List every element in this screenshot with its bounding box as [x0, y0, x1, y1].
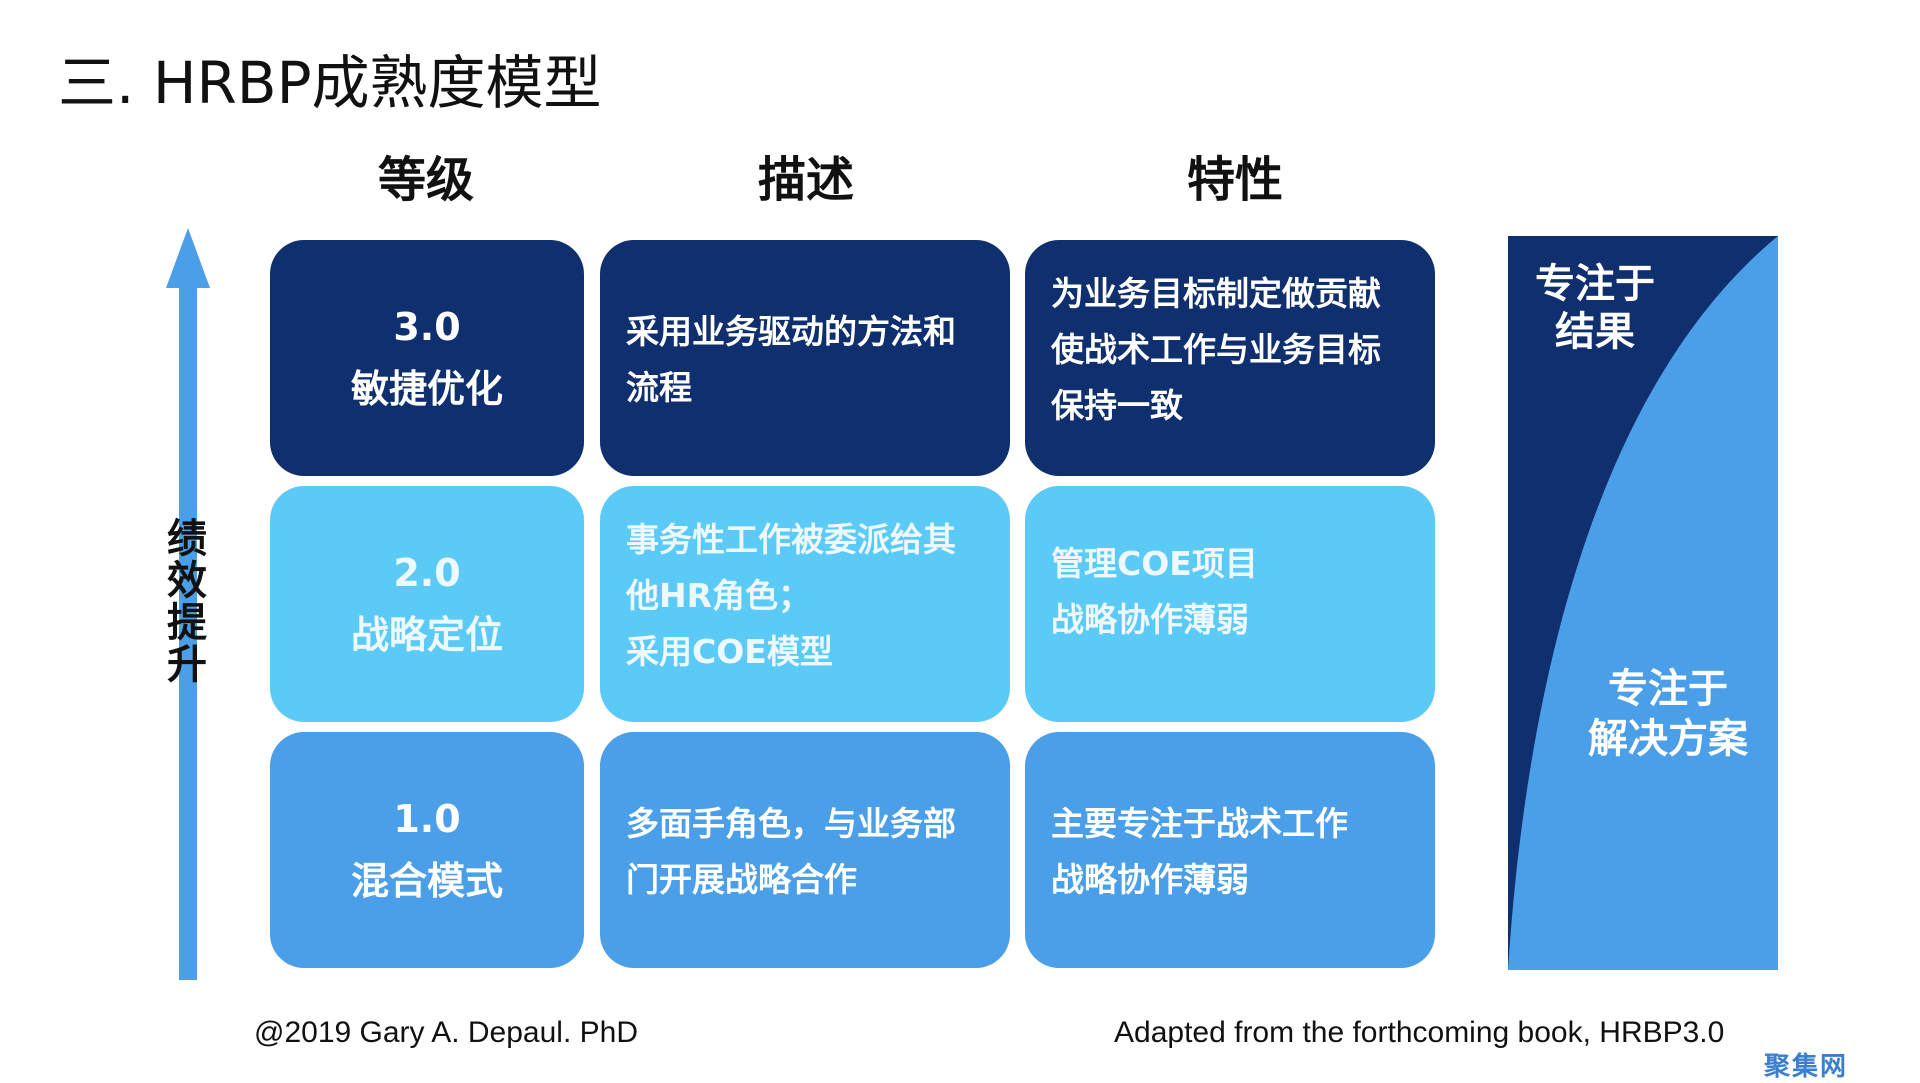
column-header-level: 等级	[377, 152, 474, 208]
focus-shift-graphic	[1508, 236, 1778, 970]
focus-line: 结果	[1555, 309, 1635, 355]
features-line: 战略协作薄弱	[1051, 860, 1249, 899]
page-title: 三. HRBP成熟度模型	[58, 49, 602, 117]
features-line: 战略协作薄弱	[1051, 600, 1249, 639]
watermark-logo: 聚集网	[1764, 1052, 1849, 1082]
level-number: 2.0	[393, 551, 461, 595]
footer-copyright: @2019 Gary A. Depaul. PhD	[254, 1016, 638, 1049]
level-cell-1: 1.0 混合模式	[270, 732, 584, 968]
description-line: 门开展战略合作	[626, 860, 857, 899]
focus-line: 专注于	[1535, 261, 1655, 307]
focus-line: 解决方案	[1588, 716, 1748, 762]
level-name: 战略定位	[350, 613, 503, 657]
description-line: 事务性工作被委派给其	[626, 520, 956, 559]
description-cell-3: 采用业务驱动的方法和 流程	[600, 240, 1010, 476]
axis-label-char: 效	[167, 558, 207, 604]
features-line: 使战术工作与业务目标	[1051, 330, 1381, 369]
description-line: 流程	[626, 368, 692, 407]
features-line: 保持一致	[1051, 386, 1183, 425]
axis-label-char: 绩	[167, 516, 207, 562]
focus-results-label: 专注于 结果	[1520, 260, 1670, 356]
level-cell-3: 3.0 敏捷优化	[270, 240, 584, 476]
features-line: 管理COE项目	[1051, 544, 1258, 583]
axis-label-char: 升	[167, 642, 207, 688]
focus-line: 专注于	[1608, 666, 1728, 712]
description-line: 采用业务驱动的方法和	[626, 312, 956, 351]
level-name: 混合模式	[350, 859, 503, 903]
level-number: 1.0	[393, 797, 461, 841]
features-line: 为业务目标制定做贡献	[1051, 274, 1381, 313]
level-number: 3.0	[393, 305, 461, 349]
description-line: 采用COE模型	[626, 632, 833, 671]
description-line: 他HR角色；	[626, 576, 812, 615]
description-line: 多面手角色，与业务部	[626, 804, 956, 843]
features-cell-2: 管理COE项目 战略协作薄弱	[1025, 486, 1435, 722]
description-cell-2: 事务性工作被委派给其 他HR角色； 采用COE模型	[600, 486, 1010, 722]
focus-curve-area	[1508, 236, 1778, 970]
features-cell-1: 主要专注于战术工作 战略协作薄弱	[1025, 732, 1435, 968]
column-header-features: 特性	[1186, 152, 1283, 208]
features-cell-3: 为业务目标制定做贡献 使战术工作与业务目标 保持一致	[1025, 240, 1435, 476]
description-cell-1: 多面手角色，与业务部 门开展战略合作	[600, 732, 1010, 968]
features-line: 主要专注于战术工作	[1051, 804, 1348, 843]
level-name: 敏捷优化	[350, 367, 503, 411]
axis-label-char: 提	[167, 600, 207, 646]
level-cell-2: 2.0 战略定位	[270, 486, 584, 722]
column-header-description: 描述	[757, 152, 854, 208]
performance-arrow	[166, 228, 210, 980]
footer-source: Adapted from the forthcoming book, HRBP3…	[1114, 1016, 1725, 1049]
focus-solutions-label: 专注于 解决方案	[1578, 664, 1758, 764]
axis-label-performance: 绩 效 提 升	[164, 518, 210, 686]
